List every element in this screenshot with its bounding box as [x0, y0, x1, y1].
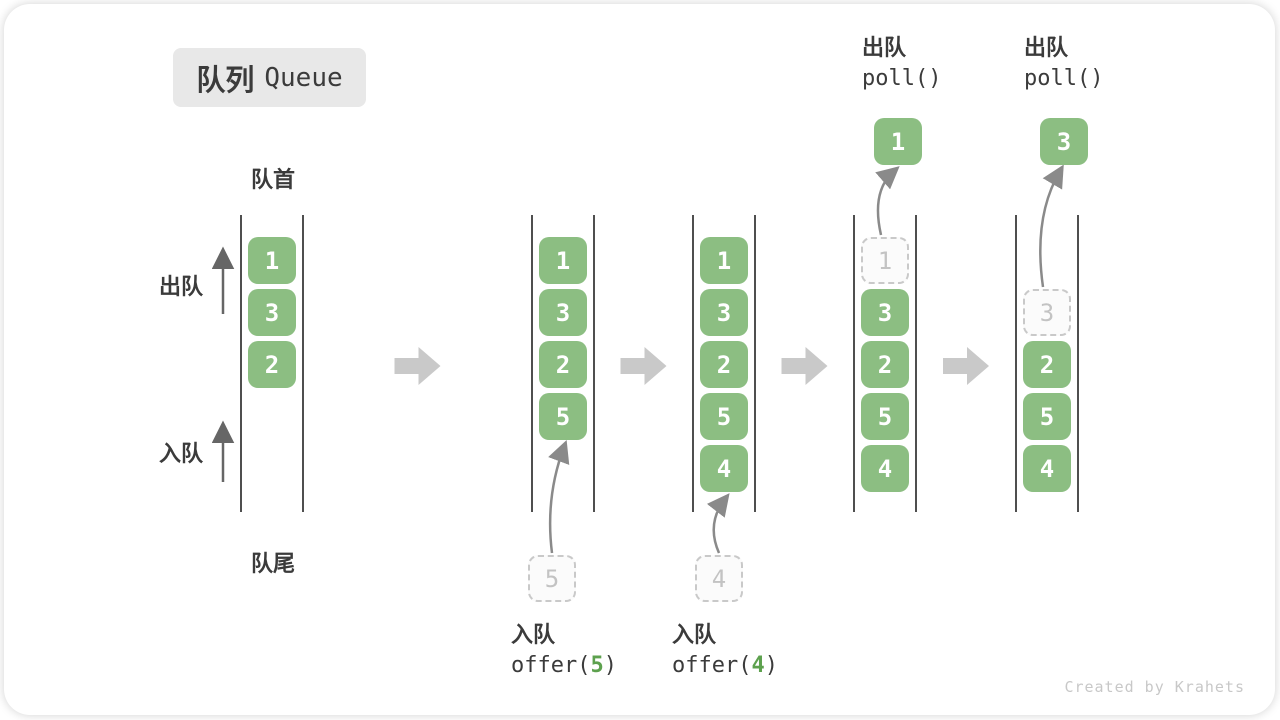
queue-item: 4: [861, 445, 909, 492]
queue-wall: [240, 215, 242, 512]
queue-item: 2: [248, 341, 296, 388]
queue-item: 3: [248, 289, 296, 336]
label-queue-front: 队首: [250, 167, 295, 192]
queue-wall: [915, 215, 917, 512]
op-label-enqueue: 入队 offer(5): [511, 619, 617, 683]
watermark: Created by Krahets: [1064, 678, 1245, 696]
label-dequeue: 出队: [158, 274, 203, 299]
op-label-code: poll(): [1024, 66, 1104, 91]
step-arrow: [781, 347, 828, 385]
queue-item: 5: [861, 393, 909, 440]
op-arg: 5: [590, 653, 604, 678]
queue-wall: [302, 215, 304, 512]
queue-item: 1: [700, 237, 748, 284]
op-label-zh: 入队: [511, 622, 556, 647]
popped-item: 1: [874, 118, 922, 165]
step-arrow: [943, 347, 989, 385]
op-arg: 4: [751, 653, 765, 678]
queue-wall: [853, 215, 855, 512]
arrows-layer: [211, 164, 1064, 554]
diagram-card: 队列 Queue 队首 队尾 出队 入队 1 3 2 1 3 2 5 5 入队 offer(5) 1…: [4, 4, 1275, 715]
pending-item: 5: [528, 555, 576, 602]
op-label-zh: 出队: [862, 35, 907, 60]
queue-item: 3: [700, 289, 748, 336]
queue-item: 2: [700, 341, 748, 388]
title-en: Queue: [264, 62, 343, 93]
queue-item: 3: [539, 289, 587, 336]
op-label-enqueue: 入队 offer(4): [672, 619, 778, 683]
queue-item-ghost: 1: [861, 237, 909, 284]
queue-item-ghost: 3: [1023, 289, 1071, 336]
enqueue-move-arrow: [548, 439, 570, 554]
label-enqueue: 入队: [158, 441, 203, 466]
queue-wall: [754, 215, 756, 512]
pending-item: 4: [695, 555, 743, 602]
op-label-dequeue: 出队 poll(): [1024, 32, 1103, 96]
queue-wall: [531, 215, 533, 512]
step-arrow: [620, 347, 667, 385]
queue-wall: [1015, 215, 1017, 512]
popped-item: 3: [1040, 118, 1088, 165]
queue-item: 5: [1023, 393, 1071, 440]
queue-item: 2: [1023, 341, 1071, 388]
queue-item: 2: [539, 341, 587, 388]
queue-item: 2: [861, 341, 909, 388]
dequeue-move-arrow: [1039, 164, 1064, 288]
op-label-zh: 出队: [1024, 35, 1069, 60]
queue-wall: [593, 215, 595, 512]
queue-item: 3: [861, 289, 909, 336]
queue-item: 1: [539, 237, 587, 284]
title-box: 队列 Queue: [173, 48, 366, 107]
queue-item: 5: [700, 393, 748, 440]
queue-wall: [692, 215, 694, 512]
queue-item: 4: [700, 445, 748, 492]
queue-item: 1: [248, 237, 296, 284]
step-arrow: [394, 347, 441, 385]
op-label-code: poll(): [862, 66, 942, 91]
enqueue-move-arrow: [706, 493, 730, 554]
op-label-code: offer(4): [672, 653, 778, 678]
op-label-code: offer(5): [511, 653, 617, 678]
title-zh: 队列: [196, 64, 255, 97]
queue-item: 4: [1023, 445, 1071, 492]
op-label-zh: 入队: [672, 622, 717, 647]
label-queue-rear: 队尾: [250, 551, 295, 576]
queue-item: 5: [539, 393, 587, 440]
dequeue-move-arrow: [875, 166, 900, 236]
op-label-dequeue: 出队 poll(): [862, 32, 941, 96]
queue-wall: [1077, 215, 1079, 512]
